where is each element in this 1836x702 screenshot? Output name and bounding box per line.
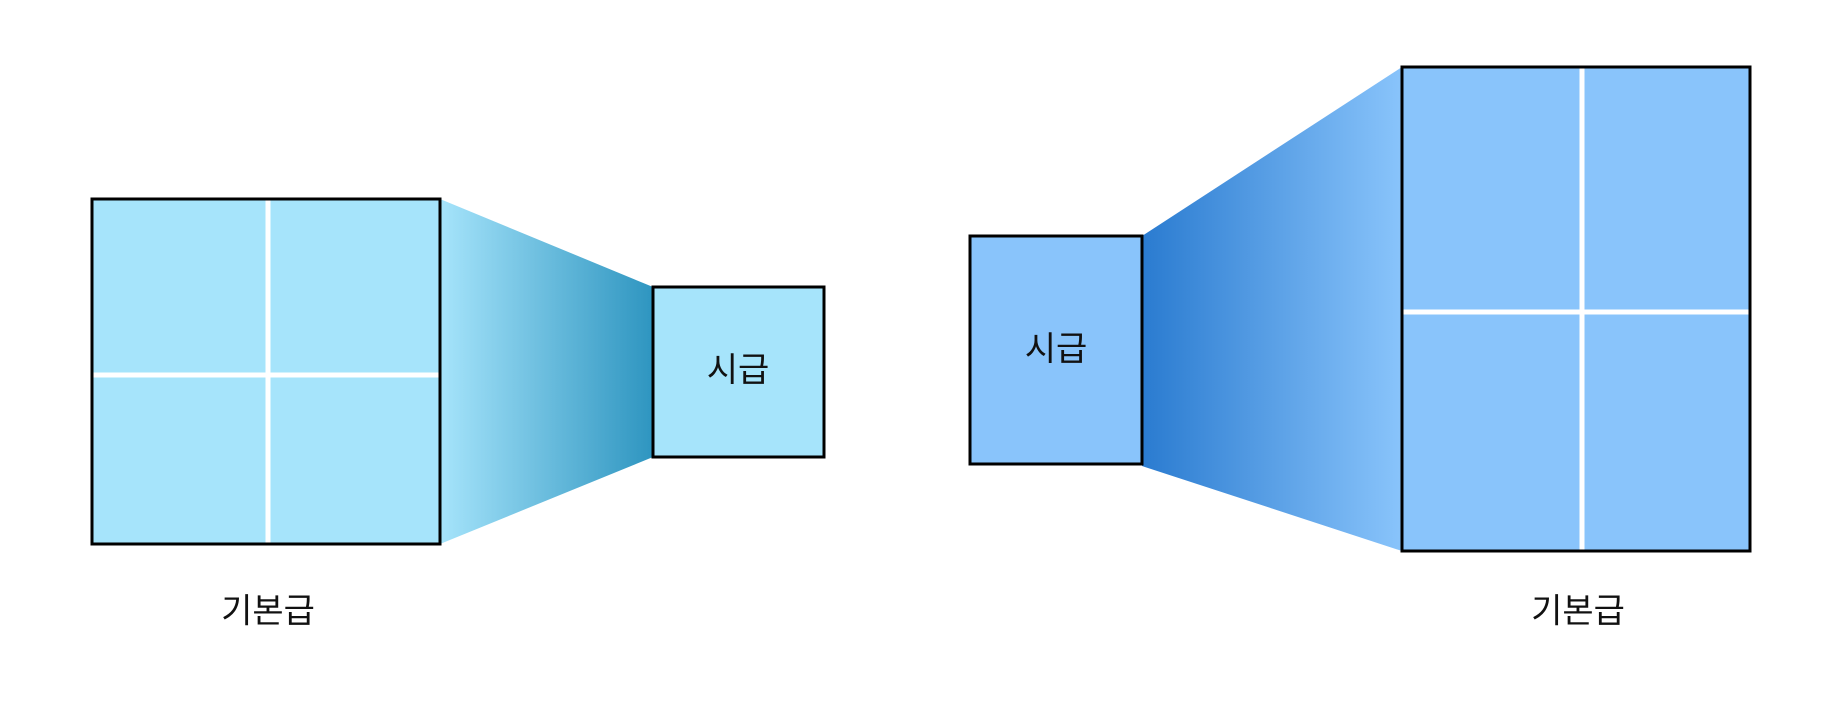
right-small-box: 시급: [968, 234, 1144, 466]
right-big-box-fill: [1402, 67, 1750, 551]
left-diagram: 시급 기본급: [90, 197, 826, 632]
right-small-box-fill: [968, 234, 1144, 466]
left-small-box: 시급: [651, 285, 826, 459]
right-small-box-label: 시급: [1025, 330, 1088, 370]
left-small-box-label: 시급: [707, 351, 770, 391]
right-big-box: [1400, 65, 1752, 553]
left-big-box-label: 기본급: [221, 592, 315, 632]
left-big-box: [90, 197, 442, 546]
right-funnel: [1142, 67, 1402, 551]
right-diagram: 시급 기본급: [968, 65, 1752, 632]
right-big-box-label: 기본급: [1531, 592, 1625, 632]
left-small-box-fill: [651, 285, 826, 459]
left-big-box-border: [90, 197, 442, 546]
left-funnel: [440, 199, 653, 544]
right-big-box-border: [1400, 65, 1752, 553]
